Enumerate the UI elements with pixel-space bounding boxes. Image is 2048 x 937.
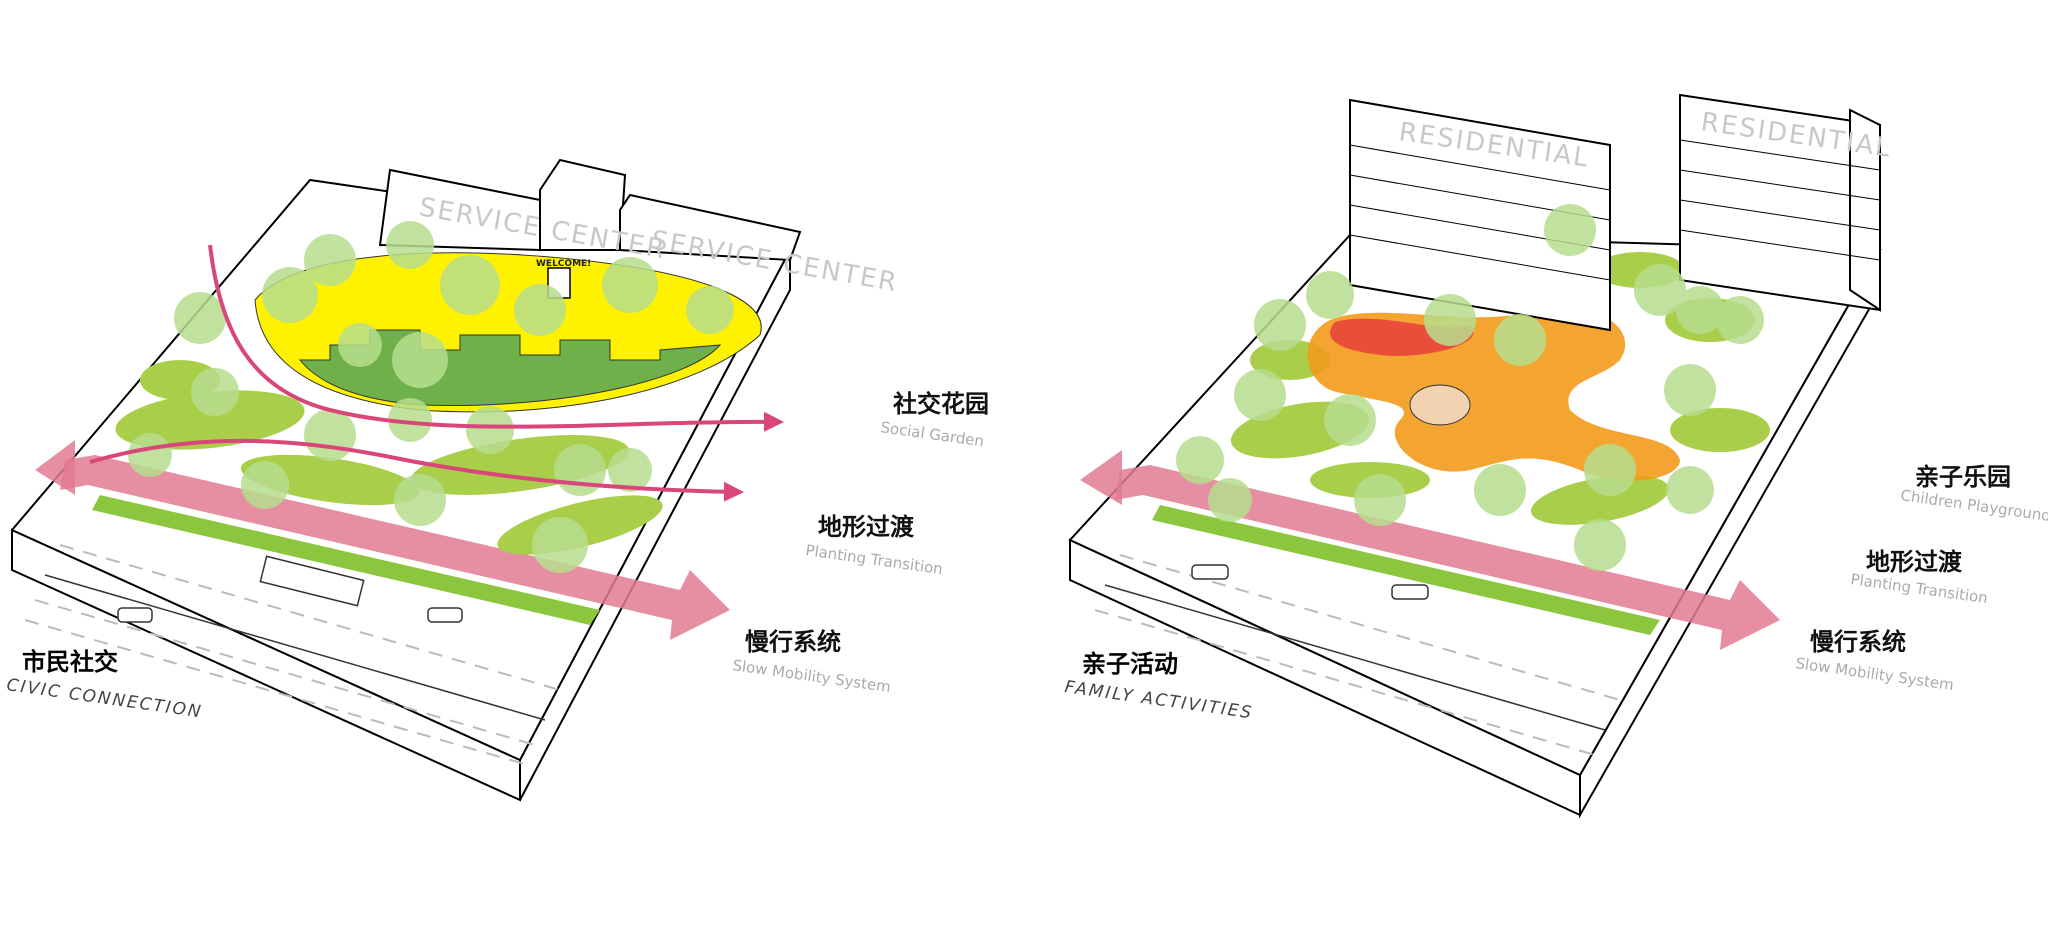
left-bikeway-arrowhead-west <box>35 440 75 495</box>
layer-label-en: Planting Transition <box>804 541 943 578</box>
car-icon <box>1191 564 1229 580</box>
layer-label-zh: 慢行系统 <box>745 628 841 656</box>
right-block-diagram: RESIDENTIAL RESIDENTIAL <box>1068 93 1894 819</box>
layer-label-zh: 地形过渡 <box>818 513 915 541</box>
left-bikeway-arrow <box>60 455 730 640</box>
right-grass-strip <box>1152 505 1660 635</box>
right-bikeway-arrowhead-west <box>1080 450 1122 505</box>
left-circulation-paths <box>89 244 784 502</box>
panel-title-en: CIVIC CONNECTION <box>5 675 203 722</box>
right-trees <box>1176 204 1764 571</box>
layer-label-en: Social Garden <box>879 418 985 450</box>
layer-label-zh: 慢行系统 <box>1810 628 1906 656</box>
right-bikeway-arrow <box>1115 465 1780 650</box>
right-road <box>1094 554 1621 756</box>
layer-label-zh: 亲子乐园 <box>1915 463 2011 491</box>
residential-building-right <box>1679 93 1881 312</box>
layer-label-zh: 社交花园 <box>893 390 989 418</box>
welcome-sign: WELCOME! <box>536 259 591 269</box>
panel-title-en: FAMILY ACTIVITIES <box>1063 677 1254 723</box>
left-grass-strip <box>92 495 600 625</box>
layer-label-zh: 地形过渡 <box>1866 548 1963 576</box>
car-icon <box>427 607 463 623</box>
sandpit <box>1409 384 1471 426</box>
panel-title-zh: 市民社交 <box>22 648 118 676</box>
left-road <box>24 544 561 766</box>
residential-building-left <box>1349 98 1611 332</box>
car-icon <box>117 607 153 623</box>
car-icon <box>1391 584 1429 600</box>
layer-label-en: Slow Mobility System <box>731 656 891 696</box>
bus-icon <box>259 555 365 607</box>
panel-title-zh: 亲子活动 <box>1082 650 1178 678</box>
layer-label-en: Children Playground <box>1899 486 2048 525</box>
layer-label-en: Slow Mobility System <box>1794 654 1954 694</box>
left-block-diagram: SERVICE CENTER SERVICE CENTER WELCOME! <box>10 158 900 802</box>
left-trees <box>128 221 734 573</box>
